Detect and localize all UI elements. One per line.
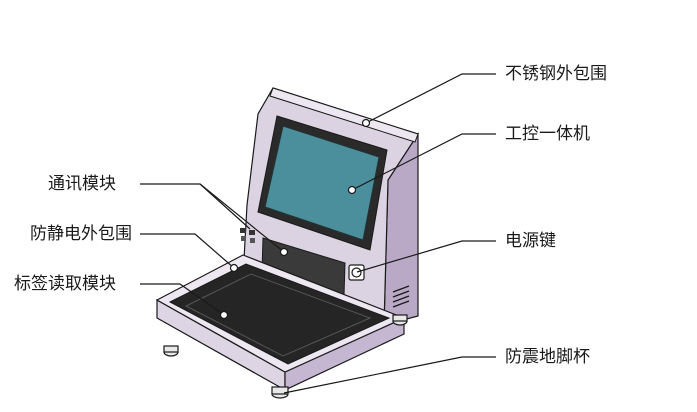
housing-top-face bbox=[269, 87, 419, 143]
comm-module-icons bbox=[240, 228, 255, 243]
label-tag-reader-module: 标签读取模块 bbox=[14, 274, 116, 294]
tag-reader-pad bbox=[168, 263, 391, 365]
callout-dots bbox=[219, 118, 371, 320]
industrial-pc-screen bbox=[264, 125, 380, 241]
label-power-key: 电源键 bbox=[505, 231, 556, 251]
anti-vibration-feet bbox=[163, 314, 408, 399]
callout-lines bbox=[140, 73, 496, 394]
label-comm-module: 通讯模块 bbox=[48, 174, 116, 194]
label-stainless-housing: 不锈钢外包围 bbox=[505, 64, 607, 84]
pad-inner-line bbox=[184, 273, 372, 357]
side-vents bbox=[392, 285, 410, 308]
power-key-button bbox=[351, 267, 362, 278]
label-antistatic-housing: 防静电外包围 bbox=[30, 224, 132, 244]
label-anti-vibration-feet: 防震地脚杯 bbox=[505, 347, 590, 367]
label-industrial-pc: 工控一体机 bbox=[505, 124, 590, 144]
